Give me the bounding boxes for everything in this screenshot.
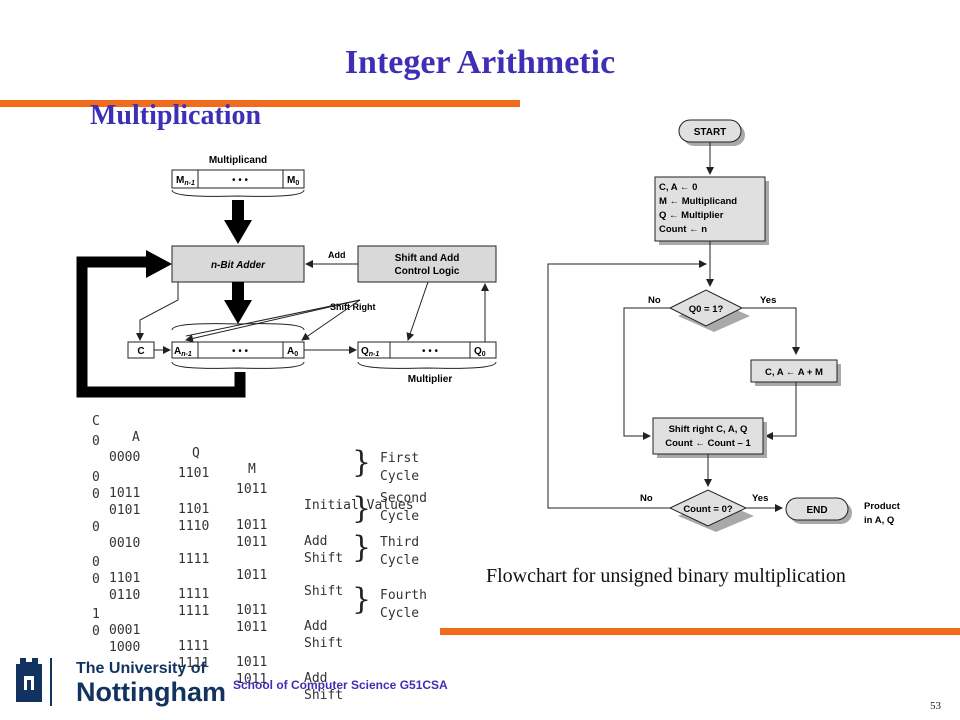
svg-text:Count = 0?: Count = 0? [683, 504, 733, 515]
svg-text:Yes: Yes [752, 493, 768, 504]
svg-text:Q ← Multiplier: Q ← Multiplier [659, 210, 724, 221]
svg-text:Shift right C, A, Q: Shift right C, A, Q [669, 424, 748, 435]
svg-text:• • •: • • • [232, 175, 249, 186]
orange-rule-bottom [440, 628, 960, 635]
svg-text:Control Logic: Control Logic [395, 266, 460, 277]
header-a: A [132, 430, 140, 445]
svg-text:A0: A0 [287, 346, 298, 358]
svg-text:END: END [806, 505, 827, 516]
table-row: 0 0010 1111 1011 Shift [92, 520, 344, 599]
flowchart: START C, A ← 0 M ← Multiplicand Q ← Mult… [547, 119, 901, 532]
university-crest-icon [16, 658, 52, 706]
table-row: 1 0001 1111 1011 Add [92, 607, 328, 686]
slide-title: Integer Arithmetic [344, 44, 616, 81]
svg-text:Count ← Count – 1: Count ← Count – 1 [665, 438, 751, 449]
page-number: 53 [930, 700, 941, 712]
svg-text:Qn-1: Qn-1 [361, 346, 379, 358]
control-logic [357, 245, 497, 283]
svg-text:• • •: • • • [232, 346, 249, 357]
svg-text:in A, Q: in A, Q [864, 515, 894, 526]
q-register [357, 341, 497, 359]
hardware-diagram: Multiplicand Mn-1 • • • M0 n-Bit Adder S… [76, 155, 497, 398]
brace: } [352, 491, 372, 526]
svg-text:Mn-1: Mn-1 [176, 175, 195, 187]
init-box [654, 176, 766, 242]
svg-text:Product: Product [864, 501, 901, 512]
logo-text-line2: Nottingham [76, 677, 226, 707]
svg-text:C, A ← 0: C, A ← 0 [659, 182, 697, 193]
table-row: 0 1000 1111 1011 Shift [92, 624, 344, 703]
table-header-row: C A Q M [92, 398, 256, 477]
multiplicand-register [171, 169, 305, 189]
svg-text:• • •: • • • [422, 346, 439, 357]
svg-text:Yes: Yes [760, 295, 776, 306]
svg-text:No: No [640, 493, 653, 504]
svg-text:C, A ← A + M: C, A ← A + M [765, 367, 823, 378]
n-bit-adder [171, 245, 305, 283]
svg-text:M0: M0 [287, 175, 299, 187]
slide-subtitle: Multiplication [90, 100, 262, 131]
svg-text:C: C [137, 346, 144, 357]
svg-text:Count ← n: Count ← n [659, 224, 707, 235]
svg-text:Q0 = 1?: Q0 = 1? [689, 304, 724, 315]
table-row: 0 0000 1101 1011 Initial Values [92, 434, 414, 513]
feedback-loop-arrow [76, 256, 246, 398]
svg-text:Multiplier: Multiplier [408, 374, 453, 385]
table-row: 0 1011 1101 1011 Add [92, 470, 328, 549]
table-row: 0 0101 1110 1011 Shift [92, 487, 344, 566]
svg-text:n-Bit Adder: n-Bit Adder [211, 260, 266, 271]
header-c: C [92, 414, 100, 429]
svg-text:An-1: An-1 [174, 346, 192, 358]
table-row: 0 1101 1111 1011 Add [92, 555, 328, 634]
header-q: Q [192, 446, 200, 461]
svg-text:Add: Add [328, 250, 346, 260]
add-box [750, 359, 838, 383]
svg-text:Shift Right: Shift Right [330, 302, 376, 312]
multiplicand-label: Multiplicand [209, 155, 267, 166]
orange-rule-top [0, 100, 520, 107]
flowchart-caption: Flowchart for unsigned binary multiplica… [486, 565, 846, 587]
footer-school: School of Computer Science G51CSA [233, 678, 448, 692]
brace: } [352, 582, 372, 617]
svg-text:START: START [694, 127, 727, 138]
svg-text:Shift and Add: Shift and Add [395, 253, 460, 264]
svg-text:Q0: Q0 [474, 346, 486, 358]
svg-text:M ← Multiplicand: M ← Multiplicand [659, 196, 737, 207]
brace: } [352, 530, 372, 565]
logo-text-line1: The University of [76, 660, 206, 677]
end-terminal [785, 497, 849, 521]
header-m: M [248, 462, 256, 477]
table-row: 0 0110 1111 1011 Shift [92, 572, 344, 651]
svg-text:No: No [648, 295, 661, 306]
brace: } [352, 445, 372, 480]
